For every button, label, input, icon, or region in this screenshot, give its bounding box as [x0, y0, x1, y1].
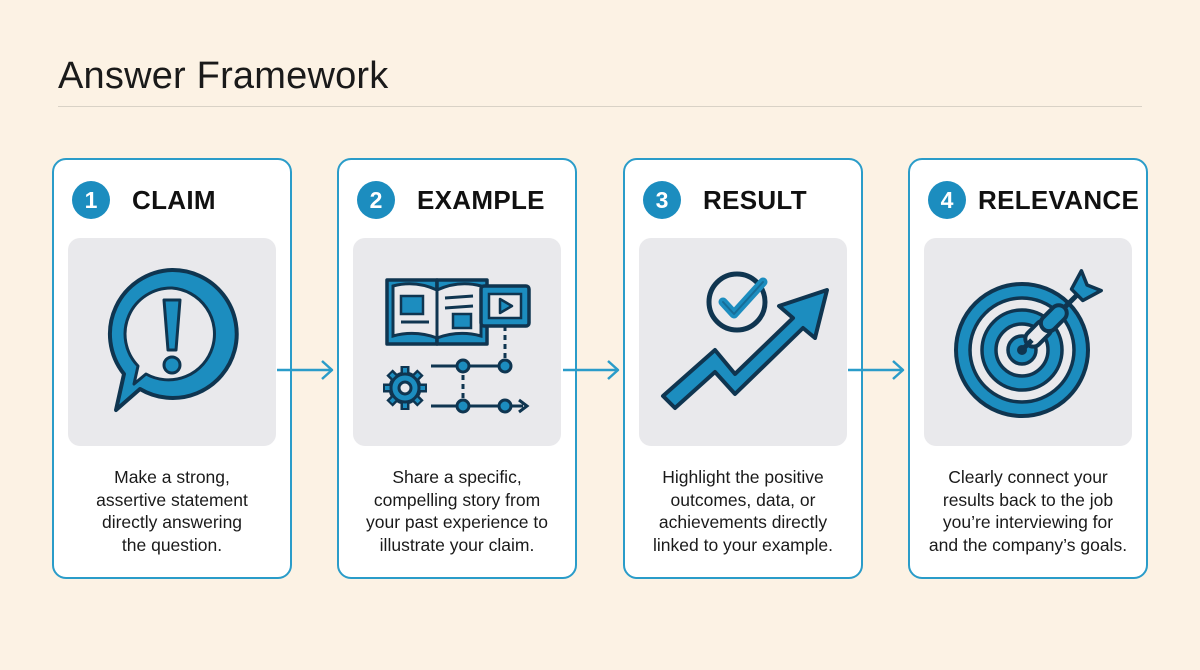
description-line: the question. — [121, 534, 223, 555]
description-line: and the company’s goals. — [928, 534, 1128, 555]
step-title: EXAMPLE — [417, 184, 545, 215]
description-line: Make a strong, — [114, 467, 230, 487]
description-line: outcomes, data, or — [670, 489, 816, 510]
target-chain-arrow-icon — [954, 269, 1103, 418]
step-illustration — [68, 238, 276, 446]
step-description: Highlight the positive outcomes, data, o… — [631, 466, 855, 556]
flow-arrow-icon — [848, 360, 905, 380]
step-title: RELEVANCE — [978, 184, 1140, 215]
step-illustration — [353, 238, 561, 446]
description-line: achievements directly — [658, 512, 828, 532]
book-film-process-icon — [383, 278, 531, 414]
step-description: Clearly connect your results back to the… — [916, 466, 1140, 556]
description-line: Clearly connect your — [948, 467, 1108, 487]
step-card-relevance: 4 RELEVANCE Clearly connect your results… — [908, 158, 1148, 579]
step-card-claim: 1 CLAIM Make a strong, assertive stateme… — [52, 158, 292, 579]
step-card-example: 2 EXAMPLE — [337, 158, 577, 579]
speech-bubble-exclamation-icon — [107, 267, 239, 412]
step-number-badge: 1 — [72, 181, 110, 219]
step-card-result: 3 RESULT Highlight the positive outcomes… — [623, 158, 863, 579]
page-title: Answer Framework — [58, 55, 389, 97]
growth-arrow-check-icon — [661, 271, 829, 410]
description-line: linked to your example. — [653, 534, 833, 555]
description-line: your past experience to — [366, 512, 548, 532]
description-line: assertive statement — [96, 489, 248, 510]
step-header: 4 RELEVANCE — [928, 181, 1139, 219]
step-header: 1 CLAIM — [72, 181, 216, 219]
step-header: 3 RESULT — [643, 181, 807, 219]
step-description: Share a specific, compelling story from … — [345, 466, 569, 556]
step-number-badge: 3 — [643, 181, 681, 219]
step-description: Make a strong, assertive statement direc… — [60, 466, 284, 556]
title-divider — [58, 106, 1142, 107]
step-number-badge: 4 — [928, 181, 966, 219]
step-illustration — [639, 238, 847, 446]
description-line: you’re interviewing for — [942, 512, 1114, 532]
step-title: CLAIM — [132, 184, 216, 215]
description-line: Highlight the positive — [662, 467, 824, 487]
description-line: directly answering — [101, 512, 243, 532]
description-line: Share a specific, — [392, 467, 522, 487]
step-title: RESULT — [703, 184, 807, 215]
description-line: illustrate your claim. — [379, 534, 535, 555]
flow-arrow-icon — [563, 360, 620, 380]
flow-arrow-icon — [277, 360, 334, 380]
step-illustration — [924, 238, 1132, 446]
step-number-badge: 2 — [357, 181, 395, 219]
step-header: 2 EXAMPLE — [357, 181, 545, 219]
description-line: compelling story from — [373, 489, 541, 510]
description-line: results back to the job — [942, 489, 1114, 510]
